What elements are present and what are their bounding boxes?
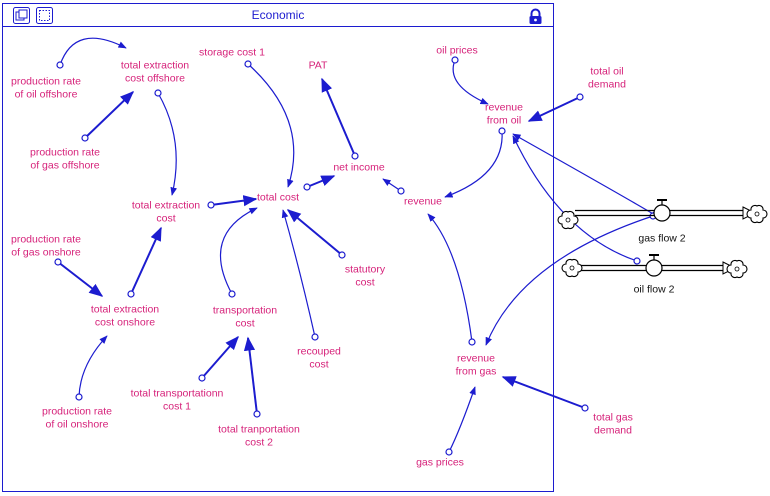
window-stack-icon[interactable]	[13, 7, 30, 24]
link-oil-flow-to-rev-oil[interactable]	[512, 135, 641, 265]
link-gas-flow-to-rev-gas[interactable]	[485, 212, 657, 346]
view-titlebar: Economic	[3, 4, 553, 27]
link-total-oil-to-rev-oil[interactable]	[527, 93, 584, 122]
gas-source-cloud	[557, 210, 579, 230]
variable-revenue[interactable]: revenue	[404, 195, 442, 208]
flow-label-gas[interactable]: gas flow 2	[638, 232, 686, 245]
gas-flow-valve[interactable]	[653, 199, 671, 222]
variable-oil-prices[interactable]: oil prices	[436, 44, 478, 57]
variable-storage-cost[interactable]: storage cost 1	[199, 46, 265, 59]
link-ttc1-to-transport[interactable]	[198, 335, 239, 382]
variable-net-income[interactable]: net income	[333, 161, 385, 174]
oil-flow-valve[interactable]	[645, 254, 663, 277]
link-recouped-to-total-cost[interactable]	[281, 209, 319, 341]
link-total-gas-to-rev-gas[interactable]	[501, 376, 589, 412]
variable-total-cost[interactable]: total cost	[256, 191, 300, 204]
frame-select-icon[interactable]	[36, 7, 53, 24]
link-oil-prices-to-rev-oil[interactable]	[451, 56, 489, 105]
link-ttc2-to-transport[interactable]	[243, 336, 261, 418]
link-net-income-to-pat[interactable]	[321, 77, 359, 160]
lock-icon[interactable]	[527, 8, 544, 25]
gas-sink-cloud	[746, 204, 768, 224]
oil-sink-cloud	[726, 259, 748, 279]
link-prod-gas-on-to-tec-onshore[interactable]	[54, 258, 104, 297]
link-tec-offshore-to-tec[interactable]	[154, 89, 178, 196]
link-prod-oil-off-to-tec-offshore[interactable]	[56, 37, 127, 69]
variable-pat[interactable]: PAT	[308, 59, 328, 72]
flow-label-oil[interactable]: oil flow 2	[633, 283, 675, 296]
view-frame	[2, 3, 554, 492]
view-title: Economic	[251, 8, 305, 22]
link-total-cost-to-net-income[interactable]	[303, 175, 336, 191]
link-statutory-to-total-cost[interactable]	[286, 209, 346, 259]
link-rev-oil-to-revenue[interactable]	[444, 127, 506, 198]
link-prod-oil-on-to-tec-onshore[interactable]	[75, 335, 108, 401]
variable-gas-prices[interactable]: gas prices	[416, 456, 464, 469]
link-tec-onshore-to-tec[interactable]	[127, 226, 162, 298]
link-storage-to-total-cost[interactable]	[244, 60, 295, 188]
link-prod-gas-off-to-tec-offshore[interactable]	[81, 91, 135, 142]
oil-source-cloud	[561, 258, 583, 278]
link-tec-to-total-cost[interactable]	[207, 195, 258, 209]
link-rev-gas-to-revenue[interactable]	[427, 213, 476, 346]
link-gas-prices-to-rev-gas[interactable]	[445, 386, 476, 456]
link-transport-to-total-cost[interactable]	[219, 207, 258, 298]
link-revenue-to-net-income[interactable]	[382, 178, 405, 195]
